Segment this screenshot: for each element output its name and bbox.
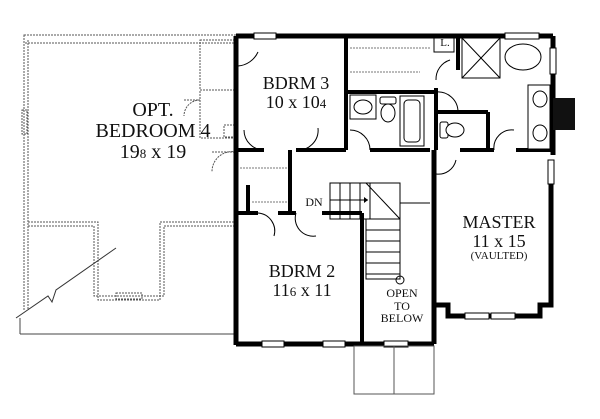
chimney <box>553 98 575 130</box>
dim-separator: x <box>296 279 315 300</box>
dim-inches: 6 <box>289 283 297 299</box>
stairs <box>329 182 430 285</box>
room-name-line1: OPT. <box>132 99 174 121</box>
dim-inches: 8 <box>139 146 147 161</box>
interior-walls <box>236 36 553 344</box>
bdrm-3-label: BDRM 3 10 x 104 <box>248 74 344 112</box>
dim-separator: x <box>146 141 167 163</box>
room-dimensions: 116 x 11 <box>244 279 360 300</box>
opt-bedroom-outline <box>21 34 237 310</box>
doors <box>237 51 515 237</box>
open-to-below-label: OPEN TO BELOW <box>372 287 432 325</box>
open-line1: OPEN <box>386 286 418 300</box>
room-name-line2: BEDROOM 4 <box>95 120 211 142</box>
open-line3: BELOW <box>380 311 424 326</box>
room-name: BDRM 3 <box>262 73 330 93</box>
dim-inches: 4 <box>319 95 327 111</box>
laundry-label: L. <box>440 37 450 49</box>
dim-main: 10 x 10 <box>265 91 320 112</box>
bdrm-2-label: BDRM 2 116 x 11 <box>244 262 360 300</box>
dim-feet-b: 19 <box>166 141 187 163</box>
dim-feet-b: 11 <box>314 279 332 300</box>
dim-feet: 11 <box>272 279 290 300</box>
master-label: MASTER 11 x 15 (VAULTED) <box>444 213 554 262</box>
dim-feet: 19 <box>119 141 140 163</box>
room-name: MASTER <box>462 212 536 232</box>
open-line2: TO <box>394 298 410 313</box>
room-dimensions: 198 x 19 <box>58 142 248 163</box>
fixtures <box>349 37 551 150</box>
stair-direction-label: DN <box>305 195 323 209</box>
room-name: BDRM 2 <box>268 261 336 281</box>
room-dimensions: 10 x 104 <box>248 91 344 112</box>
room-dimensions: 11 x 15 <box>472 230 526 251</box>
opt-bedroom-4-label: OPT. BEDROOM 4 198 x 19 <box>58 100 248 163</box>
windows <box>253 32 557 348</box>
room-note: (VAULTED) <box>470 249 528 262</box>
